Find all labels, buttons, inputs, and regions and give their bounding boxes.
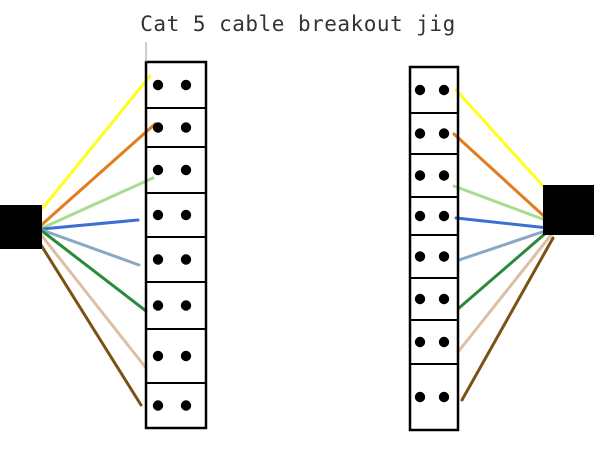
right-pin-hole — [438, 251, 450, 262]
left-rj45-connector — [0, 205, 42, 249]
right-pin-hole — [414, 336, 426, 348]
left-wire-tan — [40, 234, 148, 370]
left-wire-yellow — [31, 74, 152, 222]
left-pin-hole — [152, 79, 164, 91]
left-pin-hole — [152, 254, 164, 265]
left-wire-group — [31, 74, 157, 407]
left-wire-light-green — [38, 176, 155, 231]
right-wire-orange — [452, 132, 548, 220]
left-pin-hole — [180, 350, 192, 362]
right-wire-light-green — [452, 184, 547, 222]
left-wire-brown — [39, 243, 143, 407]
right-rj45-connector — [543, 185, 594, 235]
left-terminal-block — [144, 60, 208, 430]
right-pin-hole — [414, 251, 426, 262]
left-wire-orange — [36, 122, 157, 230]
left-pin-hole — [180, 122, 192, 133]
right-pin-hole — [414, 293, 426, 305]
left-pin-hole — [180, 300, 192, 311]
right-terminal-block — [408, 65, 460, 432]
right-pin-hole — [438, 210, 450, 222]
left-wire-green — [40, 229, 148, 313]
right-pin-hole — [438, 170, 450, 181]
right-pin-hole — [438, 128, 450, 139]
left-block-outline — [144, 60, 208, 430]
right-pin-hole — [414, 170, 426, 181]
left-pin-hole — [152, 209, 164, 221]
right-pin-hole — [414, 391, 426, 403]
right-wire-group — [452, 88, 555, 402]
right-pin-hole — [438, 391, 450, 403]
left-pin-hole — [180, 164, 192, 176]
right-pin-hole — [414, 210, 426, 222]
left-pin-hole — [180, 79, 192, 91]
right-wire-yellow — [454, 88, 545, 188]
right-wire-brown — [460, 236, 555, 402]
right-wire-light-blue — [457, 228, 550, 262]
left-pin-hole — [180, 254, 192, 265]
right-pin-hole — [438, 336, 450, 348]
left-pin-hole — [180, 209, 192, 221]
right-wire-tan — [456, 233, 553, 354]
left-pin-hole — [152, 122, 164, 133]
right-pin-hole — [414, 84, 426, 96]
right-block-outline — [408, 65, 460, 432]
left-pin-hole — [152, 300, 164, 311]
right-pin-hole — [414, 128, 426, 139]
right-wire-blue — [454, 216, 550, 230]
right-wire-green — [457, 230, 549, 310]
left-wire-blue — [40, 218, 140, 231]
left-pin-hole — [152, 350, 164, 362]
right-pin-hole — [438, 84, 450, 96]
left-pin-hole — [152, 400, 164, 411]
left-pin-hole — [152, 164, 164, 176]
left-wire-light-blue — [40, 228, 141, 267]
diagram-title: Cat 5 cable breakout jig — [140, 12, 456, 36]
left-pin-hole — [180, 400, 192, 411]
right-pin-hole — [438, 293, 450, 305]
